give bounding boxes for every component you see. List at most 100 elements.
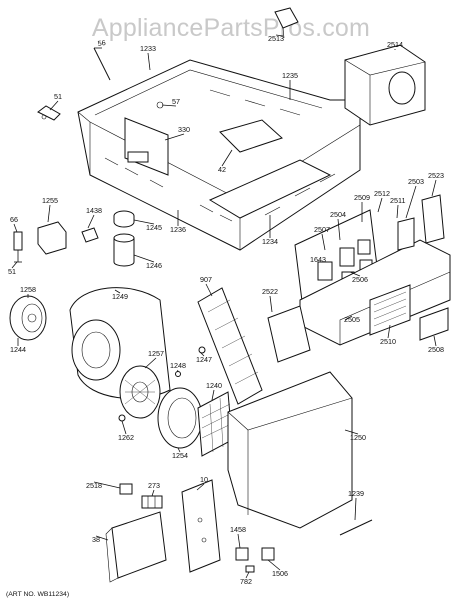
leader-lines — [11, 34, 437, 579]
callout-label-1250: 1250 — [350, 433, 366, 442]
bracket-2513 — [274, 7, 299, 39]
callout-label-1245: 1245 — [146, 223, 162, 232]
screw-1248 — [175, 371, 181, 377]
leader-line-1248 — [176, 369, 179, 373]
callout-label-1234: 1234 — [262, 237, 278, 246]
leader-line-1262 — [121, 420, 127, 435]
cover-1246 — [113, 233, 135, 267]
panel-2523 — [421, 194, 445, 244]
bottom-panel-1250 — [227, 371, 353, 529]
callout-label-1262: 1262 — [118, 433, 134, 442]
callout-label-782: 782 — [240, 577, 252, 586]
callout-label-2523: 2523 — [428, 171, 444, 180]
callout-label-2505: 2505 — [344, 315, 360, 324]
callout-label-1244: 1244 — [10, 345, 26, 354]
callout-label-10: 10 — [200, 475, 208, 484]
callout-label-1246: 1246 — [146, 261, 162, 270]
leader-line-330 — [164, 133, 185, 141]
callout-label-56: 56 — [97, 38, 106, 48]
callout-label-66: 66 — [10, 215, 18, 224]
leader-line-2506 — [349, 271, 361, 277]
leader-line-2504 — [337, 218, 341, 241]
watermark-text: AppliancePartsPros.com — [92, 14, 370, 42]
leader-line-1506 — [267, 559, 281, 571]
callout-label-1258: 1258 — [20, 285, 36, 294]
lamp-1245 — [113, 210, 135, 228]
callout-label-2509: 2509 — [354, 193, 370, 202]
callout-label-2513: 2513 — [268, 34, 284, 43]
callout-label-1643: 1643 — [310, 255, 326, 264]
callout-label-1249: 1249 — [112, 292, 128, 301]
leader-line-2511 — [396, 204, 399, 219]
callout-label-51b: 51 — [8, 267, 16, 276]
art-number: (ART NO. WB11234) — [6, 591, 69, 598]
callout-label-51a: 51 — [54, 92, 62, 101]
leader-line-1257 — [144, 357, 157, 369]
callout-label-1240: 1240 — [206, 381, 222, 390]
callout-label-57: 57 — [172, 97, 180, 106]
leader-line-273 — [151, 489, 155, 497]
leader-line-2508 — [433, 335, 437, 347]
main-chassis — [77, 59, 361, 251]
leader-line-2510 — [387, 324, 391, 339]
leader-line-2518 — [93, 481, 121, 489]
bracket-38 — [105, 511, 167, 583]
rod-1239 — [339, 519, 373, 536]
socket-66 — [13, 231, 23, 263]
panel-2503 — [397, 217, 415, 251]
leader-line-1254 — [177, 447, 181, 453]
bracket-1255 — [37, 221, 67, 255]
leader-line-1458 — [237, 533, 241, 549]
callout-label-2510: 2510 — [380, 337, 396, 346]
switch-1438 — [81, 227, 99, 243]
callout-label-1506: 1506 — [272, 569, 288, 578]
leader-line-1245 — [133, 219, 155, 225]
part-2518 — [119, 483, 133, 495]
callout-label-2518: 2518 — [86, 481, 102, 490]
ring-1254 — [157, 387, 203, 449]
leader-line-1249 — [114, 289, 121, 294]
callout-label-1257: 1257 — [148, 349, 164, 358]
nut-1262 — [118, 414, 126, 422]
knob-782 — [245, 565, 255, 573]
callout-label-907: 907 — [200, 275, 212, 284]
switch-1458 — [235, 547, 249, 561]
leader-line-51a — [49, 100, 59, 111]
bracket-2522 — [267, 305, 311, 363]
callout-labels: 5612332513251412355157330421255143866124… — [8, 34, 444, 586]
callout-label-2522: 2522 — [262, 287, 278, 296]
callout-label-2512: 2512 — [374, 189, 390, 198]
leader-line-1250 — [344, 429, 359, 435]
callout-label-273: 273 — [148, 481, 160, 490]
grille-1240 — [197, 391, 233, 457]
leader-line-2522 — [269, 295, 273, 313]
callout-label-1233: 1233 — [140, 44, 156, 53]
leader-line-10 — [196, 483, 205, 491]
leader-line-1255 — [47, 204, 51, 223]
rod-56 — [93, 47, 111, 81]
callout-label-2511: 2511 — [390, 196, 405, 205]
leader-line-782 — [245, 571, 250, 579]
cover-2508 — [419, 307, 449, 341]
leader-line-1246 — [133, 254, 155, 263]
callout-label-1235: 1235 — [282, 71, 298, 80]
leader-line-2513 — [275, 34, 284, 37]
leader-line-1247 — [200, 352, 205, 357]
callout-label-1438: 1438 — [86, 206, 102, 215]
callout-label-38: 38 — [92, 535, 100, 544]
plate-10 — [181, 479, 221, 573]
clip-1247 — [198, 346, 206, 354]
callout-label-1458: 1458 — [230, 525, 246, 534]
leader-line-907 — [205, 283, 213, 297]
terminal-273 — [141, 495, 163, 509]
callout-label-1248: 1248 — [170, 361, 186, 370]
leader-line-2505 — [344, 315, 353, 321]
clip-51a — [37, 105, 61, 121]
callout-label-2504: 2504 — [330, 210, 346, 219]
leader-line-2507 — [321, 233, 326, 251]
leader-line-1239 — [354, 497, 357, 521]
callout-label-2508: 2508 — [428, 345, 444, 354]
motor-1258 — [9, 295, 47, 341]
